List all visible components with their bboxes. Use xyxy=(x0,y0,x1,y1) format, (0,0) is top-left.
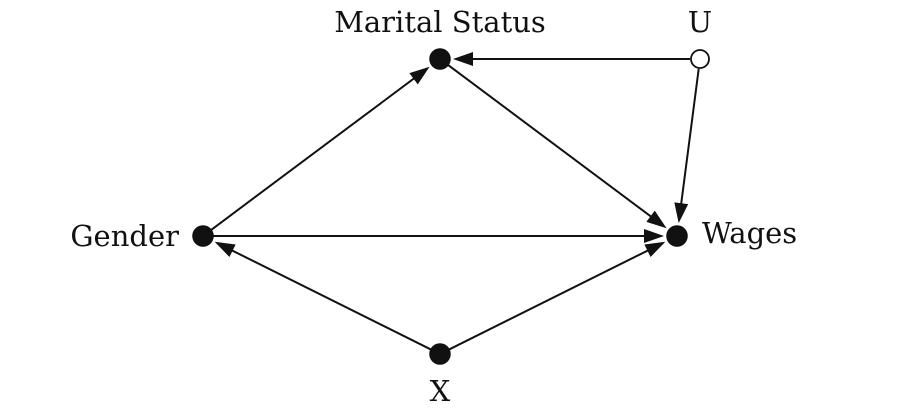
edge-x-to-gender xyxy=(230,248,432,351)
node-gender-observed xyxy=(192,225,214,247)
arrowhead-gender-to-marital xyxy=(409,66,430,85)
arrowhead-x-to-wages xyxy=(644,241,666,257)
arrowhead-u-to-wages xyxy=(674,202,689,224)
edge-u-to-wages xyxy=(680,68,700,206)
node-marital-observed xyxy=(429,48,451,70)
node-x-observed xyxy=(429,343,451,365)
arrowhead-marital-to-wages xyxy=(646,210,667,229)
node-u-unobserved xyxy=(690,49,710,69)
node-label-wages: Wages xyxy=(702,216,797,250)
labels-layer: Marital Status U Gender Wages X xyxy=(70,5,797,408)
node-label-u: U xyxy=(688,5,712,39)
node-label-marital-status: Marital Status xyxy=(334,5,546,39)
edges-layer xyxy=(210,52,700,351)
arrowhead-u-to-marital xyxy=(453,52,473,66)
node-wages-observed xyxy=(666,225,688,247)
arrowhead-gender-to-wages xyxy=(644,229,664,243)
node-label-gender: Gender xyxy=(70,219,179,253)
edge-gender-to-marital xyxy=(210,76,416,231)
node-label-x: X xyxy=(430,374,451,408)
edge-x-to-wages xyxy=(448,248,650,351)
nodes-layer xyxy=(192,48,710,365)
arrowhead-x-to-gender xyxy=(214,241,236,257)
edge-marital-to-wages xyxy=(447,64,653,219)
